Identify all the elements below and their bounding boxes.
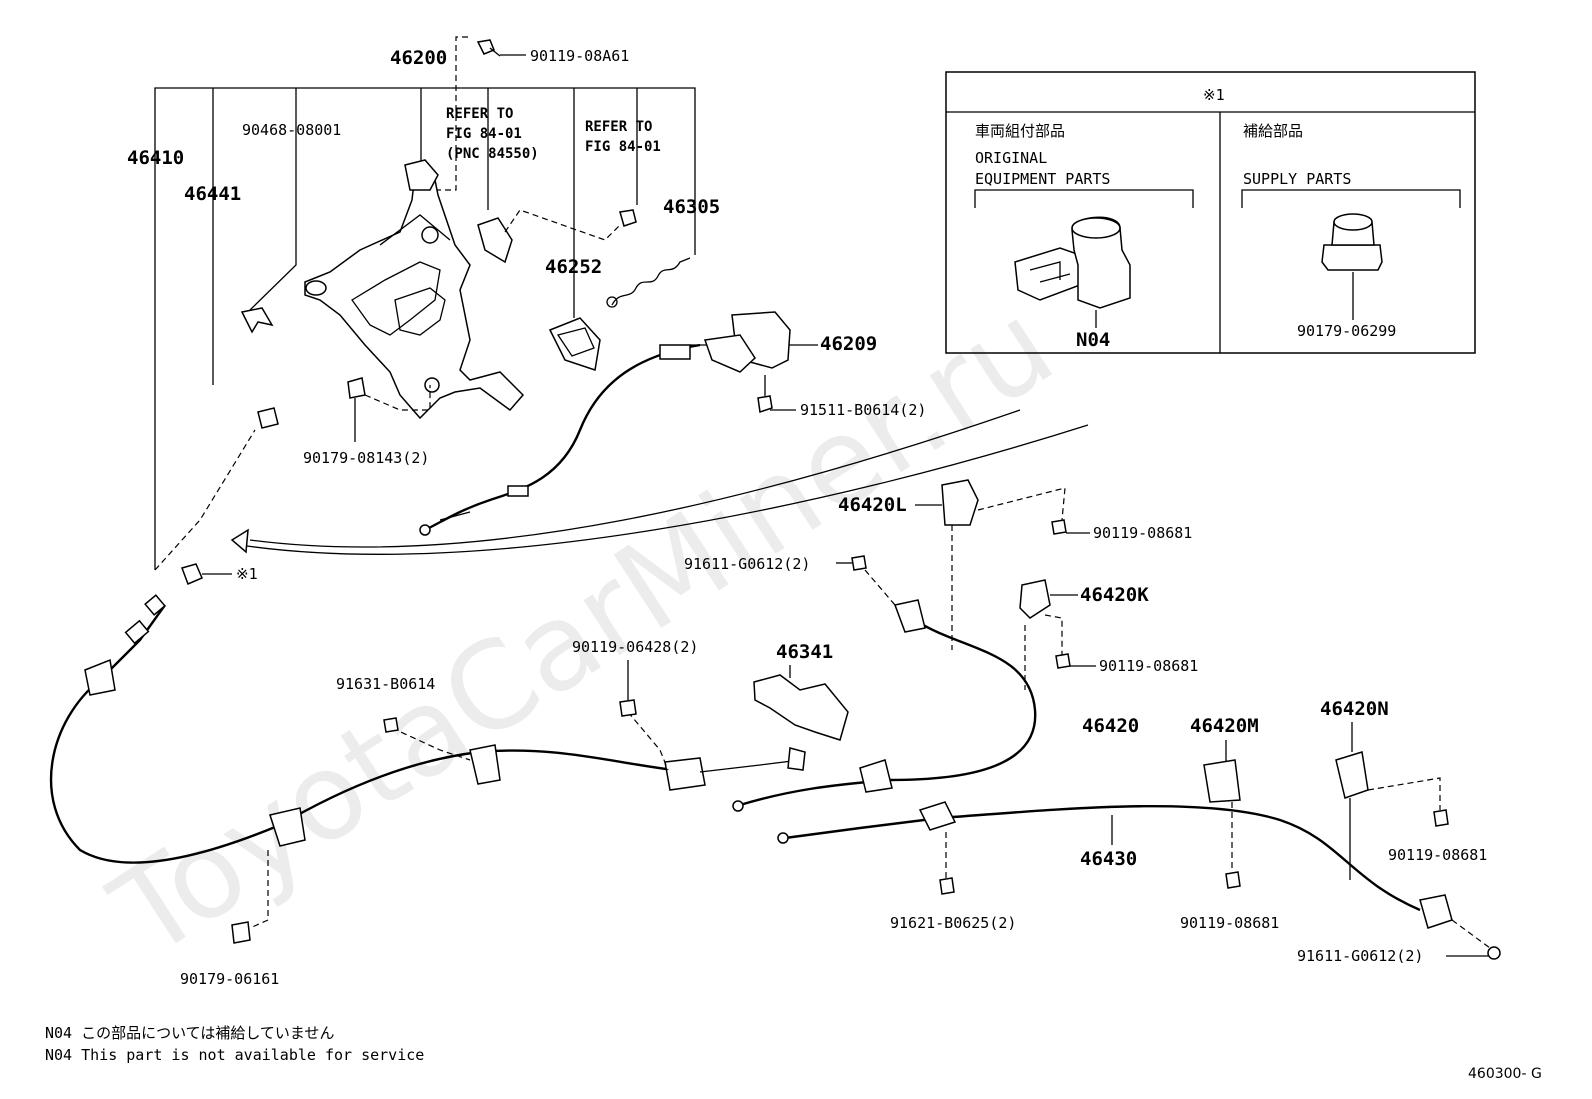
label-90119-08681-c[interactable]: 90119-08681: [1388, 846, 1487, 864]
label-46305[interactable]: 46305: [663, 196, 720, 218]
inset-left-title-jp: 車両組付部品: [975, 122, 1065, 140]
inset-right-title-jp: 補給部品: [1243, 122, 1303, 140]
inset-right-title-en: SUPPLY PARTS: [1243, 170, 1351, 188]
bolt-90119-06428-icon: [619, 660, 637, 717]
bolt-90119-08A61-icon: [476, 39, 501, 57]
bolt-small-icon: [619, 209, 637, 227]
bolt-91631-icon: [383, 717, 399, 733]
stop-switch-icon: [477, 209, 621, 264]
note-en: N04 This part is not available for servi…: [45, 1046, 424, 1064]
label-90119-06428[interactable]: 90119-06428(2): [572, 638, 698, 656]
label-46420[interactable]: 46420: [1082, 715, 1139, 737]
bracket-46420L: [915, 479, 1090, 535]
label-46420L[interactable]: 46420L: [838, 494, 907, 516]
bracket-46420N: [1335, 722, 1449, 880]
part-labels: 46200 46410 46441 90468-08001 90119-08A6…: [127, 47, 1487, 988]
clip-90468-icon: [240, 307, 274, 334]
label-90119-08681-a[interactable]: 90119-08681: [1093, 524, 1192, 542]
label-46420K[interactable]: 46420K: [1080, 584, 1149, 606]
watermark: ToyotaCarMiner.ru: [89, 276, 1077, 985]
equalizer-46341[interactable]: [753, 665, 849, 741]
label-46420N[interactable]: 46420N: [1320, 698, 1389, 720]
label-91621-B0625[interactable]: 91621-B0625(2): [890, 914, 1016, 932]
refer-to-1-line1: REFER TO: [446, 106, 513, 122]
inset-left-code: N04: [1076, 329, 1110, 351]
label-46209[interactable]: 46209: [820, 333, 877, 355]
label-91611-G0612-a[interactable]: 91611-G0612(2): [684, 555, 810, 573]
inset-box: ※1 車両組付部品 ORIGINAL EQUIPMENT PARTS N04 補…: [945, 71, 1476, 354]
label-46420M[interactable]: 46420M: [1190, 715, 1259, 737]
label-46200[interactable]: 46200: [390, 47, 447, 69]
label-star1: ※1: [236, 565, 258, 583]
bracket-46420K: [1019, 579, 1096, 669]
refer-to-2-line1: REFER TO: [585, 119, 652, 135]
rear-cable-46430[interactable]: [777, 801, 1501, 960]
label-91631-B0614[interactable]: 91631-B0614: [336, 675, 435, 693]
release-handle-46209[interactable]: [419, 311, 791, 536]
refer-to-2-line2: FIG 84-01: [585, 139, 661, 155]
star1-part-icon: [181, 563, 232, 585]
label-46341[interactable]: 46341: [776, 641, 833, 663]
label-46252[interactable]: 46252: [545, 256, 602, 278]
label-90468-08001[interactable]: 90468-08001: [242, 121, 341, 139]
pad-46252-icon: [548, 317, 601, 371]
top-callout-lines: [154, 36, 818, 570]
label-91511-B0614[interactable]: 91511-B0614(2): [800, 401, 926, 419]
refer-to-1-line3: (PNC 84550): [446, 146, 539, 162]
refer-to-1-line2: FIG 84-01: [446, 126, 522, 142]
label-91611-G0612-b[interactable]: 91611-G0612(2): [1297, 947, 1423, 965]
label-90119-08681-b[interactable]: 90119-08681: [1099, 657, 1198, 675]
figure-code: 460300- G: [1468, 1066, 1542, 1082]
label-90119-08A61[interactable]: 90119-08A61: [530, 47, 629, 65]
flow-arrow: [230, 409, 1089, 555]
bracket-46420M: [1203, 740, 1241, 889]
inset-header: ※1: [1203, 86, 1225, 104]
cushion-90179-icon: [347, 377, 431, 442]
spring-46305-icon: [606, 257, 691, 308]
label-46441[interactable]: 46441: [184, 183, 241, 205]
inset-right-part[interactable]: 90179-06299: [1297, 322, 1396, 340]
inset-left-title-en2: EQUIPMENT PARTS: [975, 170, 1110, 188]
supply-part-icon: [1321, 213, 1383, 320]
note-jp: N04 この部品については補給していません: [45, 1024, 334, 1042]
inset-left-title-en1: ORIGINAL: [975, 149, 1047, 167]
original-equipment-part-icon: [1014, 216, 1131, 328]
label-46410[interactable]: 46410: [127, 147, 184, 169]
pedal-bracket-assembly[interactable]: [304, 159, 525, 420]
label-90179-06161[interactable]: 90179-06161: [180, 970, 279, 988]
rear-cable-46420[interactable]: [732, 525, 1037, 812]
front-cable-46410[interactable]: [49, 429, 806, 944]
label-46430[interactable]: 46430: [1080, 848, 1137, 870]
grommet-46441-icon: [257, 407, 279, 429]
label-90179-08143[interactable]: 90179-08143(2): [303, 449, 429, 467]
label-90119-08681-d[interactable]: 90119-08681: [1180, 914, 1279, 932]
